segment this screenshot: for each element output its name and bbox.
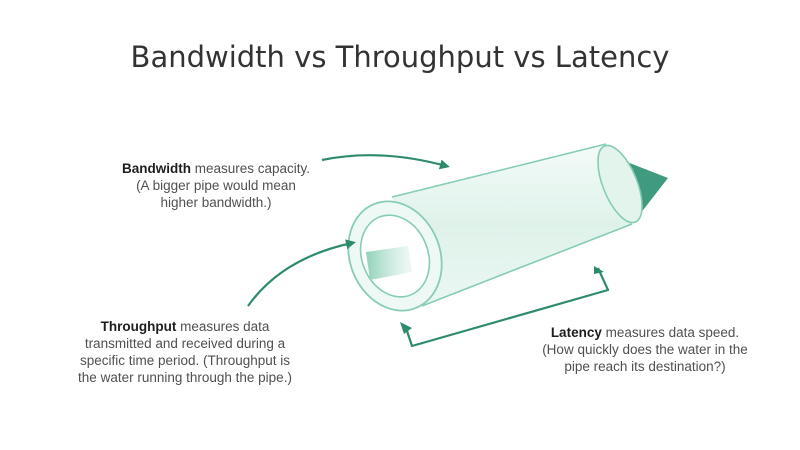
bandwidth-text-1: measures capacity. <box>190 161 311 176</box>
throughput-text-2: transmitted and received during a <box>84 336 286 351</box>
latency-arrowhead-left-icon <box>400 322 412 334</box>
latency-arrowhead-right-icon <box>594 266 604 274</box>
latency-text-1: measures data speed. <box>601 325 740 340</box>
latency-bracket-arrow <box>404 267 610 348</box>
throughput-label: Throughput measures data transmitted and… <box>50 318 320 386</box>
throughput-arrow <box>247 239 356 307</box>
pipe-shape <box>347 143 643 312</box>
bandwidth-arrow <box>321 154 450 170</box>
bandwidth-label: Bandwidth measures capacity. (A bigger p… <box>86 160 346 211</box>
throughput-term: Throughput <box>100 319 177 334</box>
latency-text-3: pipe reach its destination?) <box>564 359 726 374</box>
latency-label: Latency measures data speed. (How quickl… <box>500 324 790 375</box>
latency-term: Latency <box>550 325 602 340</box>
page-title: Bandwidth vs Throughput vs Latency <box>130 40 670 74</box>
bandwidth-text-3: higher bandwidth.) <box>160 195 272 210</box>
bandwidth-text-2: (A bigger pipe would mean <box>136 178 296 193</box>
throughput-text-1: measures data <box>176 319 270 334</box>
bandwidth-term: Bandwidth <box>121 161 191 176</box>
throughput-text-4: the water running through the pipe.) <box>78 370 292 385</box>
latency-text-2: (How quickly does the water in the <box>542 342 748 357</box>
throughput-text-3: specific time period. (Throughput is <box>79 353 291 368</box>
